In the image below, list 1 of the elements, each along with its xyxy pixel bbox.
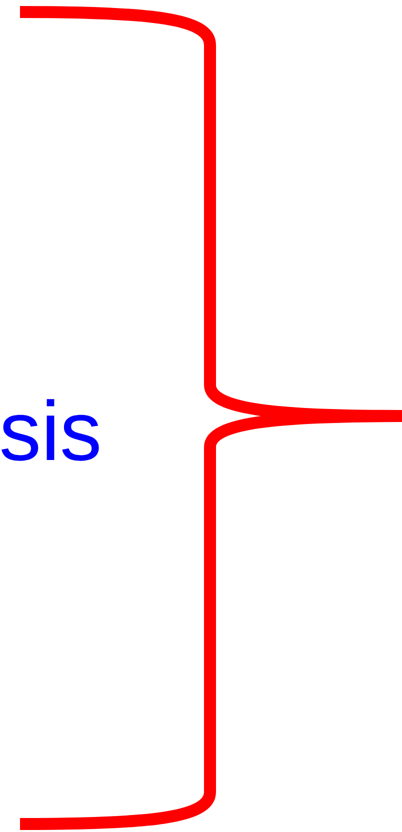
label: sis [2, 399, 99, 461]
